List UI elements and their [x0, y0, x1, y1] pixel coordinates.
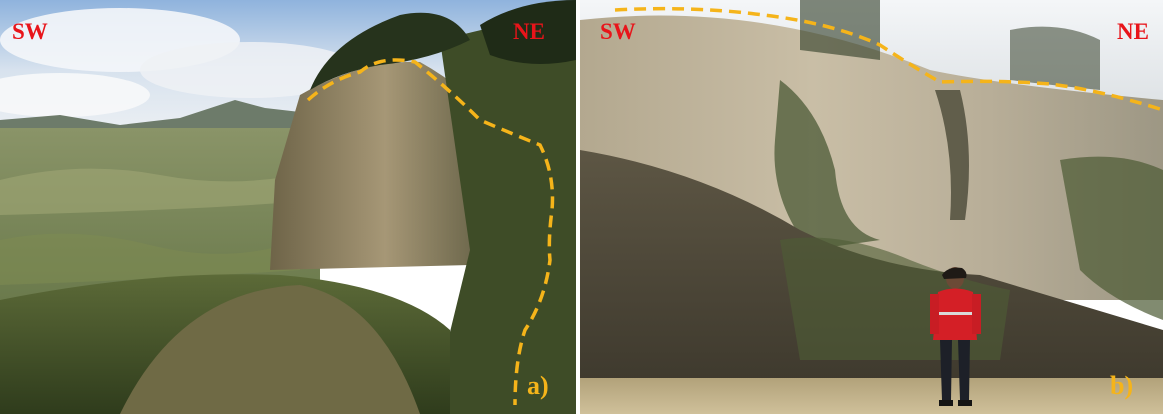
direction-label-sw: SW [600, 19, 636, 44]
direction-label-ne: NE [513, 19, 545, 44]
tree-crown [310, 12, 470, 90]
boundary-dashed-line [614, 6, 1163, 112]
panel-label-a: a) [527, 371, 549, 400]
dark-gully [935, 90, 969, 220]
vegetation-right [430, 10, 576, 414]
cliff-face [270, 61, 500, 270]
hillside-patches [0, 233, 300, 285]
foreground-mound [120, 285, 420, 414]
panel-label-b: b) [1110, 371, 1134, 400]
vegetation-patch [774, 80, 880, 250]
hillside-patches [0, 168, 320, 215]
tree-crown [480, 0, 576, 64]
panel-b-photo [580, 0, 1163, 414]
cloud [0, 73, 150, 117]
tree-line [800, 0, 880, 60]
photo-panel-b: SW NE b) [580, 0, 1163, 414]
direction-label-ne: NE [1117, 19, 1149, 44]
vegetation-patch [1060, 156, 1163, 320]
panel-a-photo [0, 0, 576, 414]
person [930, 267, 981, 406]
ground [580, 378, 1163, 414]
cloud [140, 42, 360, 98]
tree-line [1010, 26, 1100, 91]
boundary-dashed-line [306, 58, 555, 406]
photo-panel-a: SW NE a) [0, 0, 576, 414]
direction-label-sw: SW [12, 19, 48, 44]
